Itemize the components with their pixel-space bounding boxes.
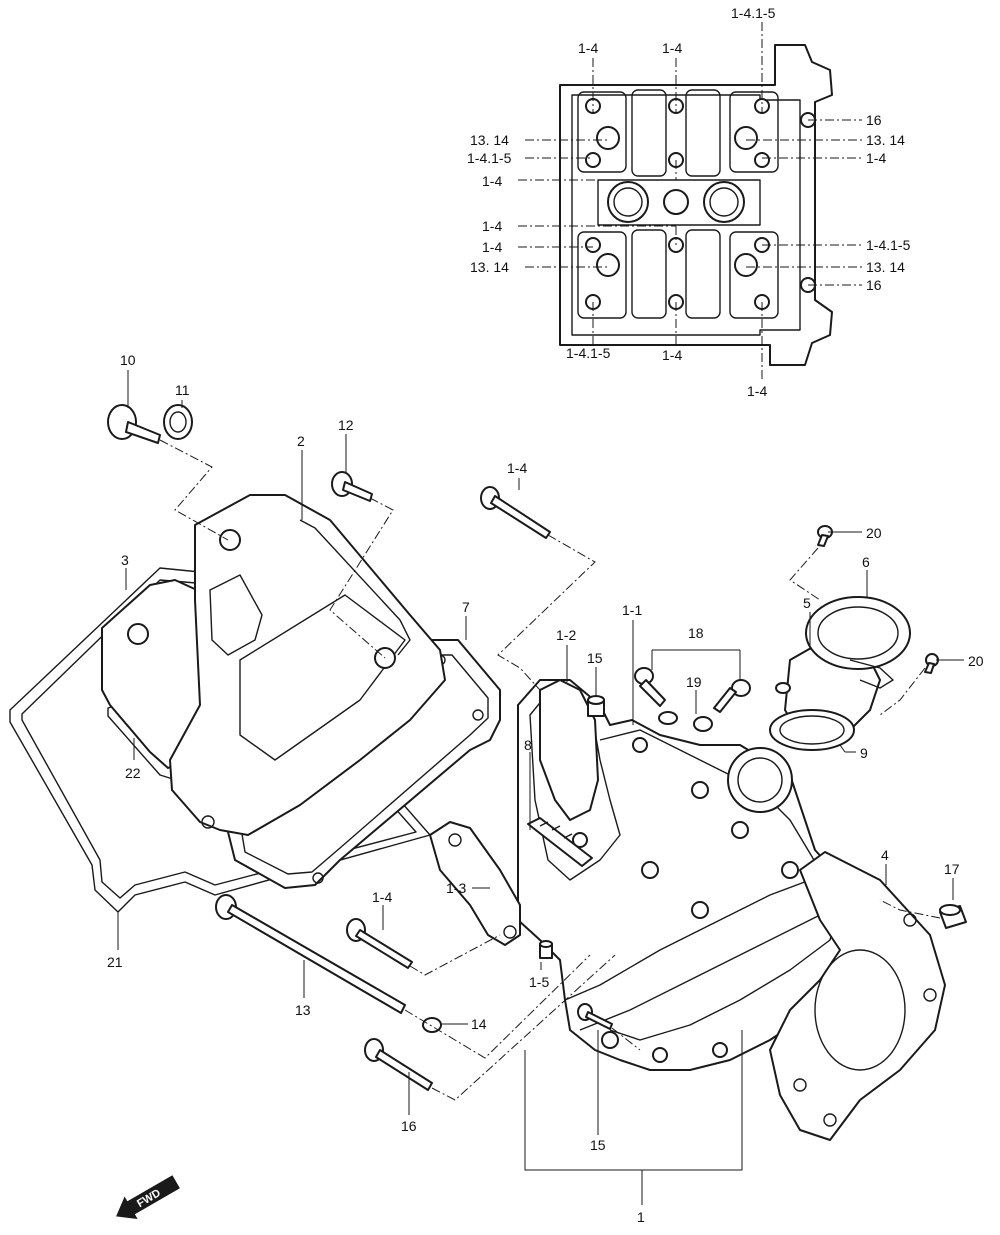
callout-1-1: 1-1 <box>622 602 642 618</box>
plug-bolts-18-19 <box>634 667 751 732</box>
long-head-bolt-13 <box>215 894 406 1014</box>
bolt-pattern-inset: 1-4 1-4 1-4.1-5 13. 14 1-4.1-5 1-4 1-4 1… <box>467 5 911 399</box>
callout-1: 1 <box>637 1209 645 1225</box>
inset-label-bottom-2: 1-4 <box>662 347 682 363</box>
callout-6: 6 <box>862 554 870 570</box>
callout-19: 19 <box>686 674 702 690</box>
cylinder-head-cover-gasket-outer <box>9 567 431 913</box>
inset-label-right-4: 1-4.1-5 <box>866 237 911 253</box>
head-bolt-1-4-upper <box>480 486 551 539</box>
callout-16: 16 <box>401 1118 417 1134</box>
head-bolt-1-4-lower <box>346 918 413 969</box>
callout-11: 11 <box>175 382 190 398</box>
inset-label-left-3: 1-4 <box>482 173 502 189</box>
callout-labels: 10 11 2 12 1-4 3 7 1-2 1-1 15 18 19 20 6… <box>107 352 984 1225</box>
inset-label-right-3: 1-4 <box>866 150 886 166</box>
callout-5: 5 <box>803 595 811 611</box>
intake-pipe-assembly <box>769 596 911 751</box>
inset-label-right-1: 16 <box>866 112 882 128</box>
inset-label-bottom-1: 1-4.1-5 <box>566 345 611 361</box>
inset-label-left-2: 1-4.1-5 <box>467 150 512 166</box>
inset-label-bottom-3: 1-4 <box>747 383 767 399</box>
fwd-label: FWD <box>135 1187 163 1210</box>
callout-4: 4 <box>881 847 889 863</box>
cylinder-head <box>429 679 881 1071</box>
dowel-pin-17 <box>939 904 967 929</box>
callout-22: 22 <box>125 765 141 781</box>
inset-label-right-5: 13. 14 <box>866 259 905 275</box>
callout-14: 14 <box>471 1016 487 1032</box>
callout-12: 12 <box>338 417 354 433</box>
callout-20-upper: 20 <box>866 525 882 541</box>
bolt-16 <box>364 1038 433 1091</box>
callout-3: 3 <box>121 552 129 568</box>
callout-leaders <box>117 370 964 1205</box>
inset-label-top-3: 1-4.1-5 <box>731 5 776 21</box>
inset-label-left-6: 13. 14 <box>470 259 509 275</box>
callout-1-2: 1-2 <box>556 627 576 643</box>
inset-label-right-2: 13. 14 <box>866 132 905 148</box>
inset-label-left-5: 1-4 <box>482 239 502 255</box>
cover-bolt-12 <box>331 471 373 502</box>
dowel-pin-15-upper <box>587 695 605 717</box>
inset-label-top-1: 1-4 <box>578 40 598 56</box>
callout-20-lower: 20 <box>968 653 984 669</box>
inset-label-right-6: 16 <box>866 277 882 293</box>
callout-1-3: 1-3 <box>446 880 466 896</box>
callout-17: 17 <box>944 861 960 877</box>
callout-13: 13 <box>295 1002 311 1018</box>
callout-7: 7 <box>462 599 470 615</box>
inset-label-left-4: 1-4 <box>482 218 502 234</box>
dowel-pin-1-5 <box>539 940 553 959</box>
forward-direction-arrow: FWD <box>116 1175 180 1220</box>
callout-1-4-lower: 1-4 <box>372 889 392 905</box>
cover-bolt-and-grommet <box>107 404 193 444</box>
spark-plug <box>527 817 593 867</box>
inset-label-top-2: 1-4 <box>662 40 682 56</box>
assembly-lines <box>159 439 941 1101</box>
bolt-15-lower <box>577 1003 613 1030</box>
inset-label-left-1: 13. 14 <box>470 132 509 148</box>
callout-10: 10 <box>120 352 136 368</box>
cylinder-head-gasket <box>769 851 946 1141</box>
callout-15-upper: 15 <box>587 650 603 666</box>
callout-18: 18 <box>688 625 704 641</box>
callout-2: 2 <box>297 433 305 449</box>
callout-1-4-upper: 1-4 <box>507 460 527 476</box>
callout-8: 8 <box>524 737 532 753</box>
callout-9: 9 <box>860 745 868 761</box>
callout-21: 21 <box>107 954 123 970</box>
callout-15-lower: 15 <box>590 1137 606 1153</box>
callout-1-5: 1-5 <box>529 974 549 990</box>
